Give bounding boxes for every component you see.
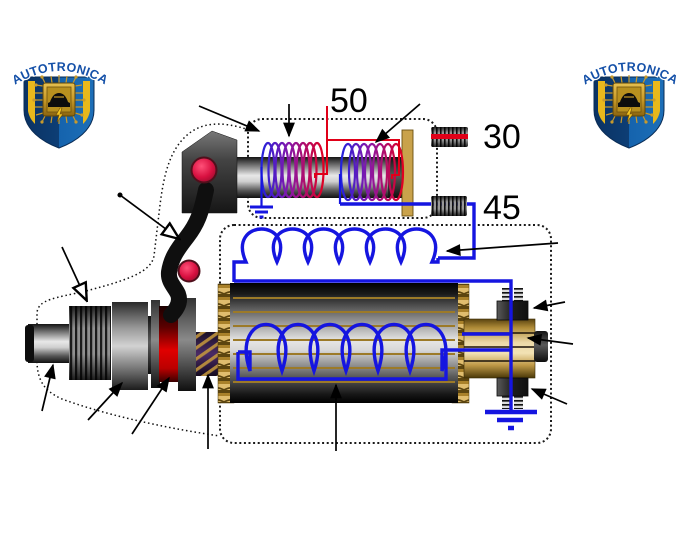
label-terminal-45: 45	[483, 189, 521, 227]
label-terminal-50: 50	[330, 82, 368, 120]
arrow-pinion-pointer	[61, 246, 86, 299]
output-shaft-cap	[25, 325, 34, 362]
shield-gold-stripe-right	[83, 81, 90, 124]
drive-assembly	[25, 298, 226, 391]
terminal-30-bolt	[431, 127, 468, 147]
car-icon	[48, 93, 70, 107]
brush-spring-top-1	[502, 288, 511, 301]
logo-left: AUTOTRONICA	[14, 59, 106, 149]
arrow-pull-in-coil-pointer	[374, 103, 421, 143]
pinion-gear	[69, 306, 111, 380]
motor-wiring	[232, 227, 537, 431]
label-terminal-30: 30	[483, 118, 521, 156]
arrow-clutch-pointer	[87, 381, 124, 421]
hold-in-winding	[260, 141, 325, 199]
motor-box	[219, 224, 552, 444]
armature-winding-coil	[238, 323, 511, 377]
arrow-shift-lever-dot	[117, 192, 123, 198]
terminal-45-bolt	[431, 196, 467, 216]
shield-gold-stripe-left	[28, 81, 35, 124]
engagement-collar-red	[159, 306, 179, 382]
brush-spring-top-2	[514, 288, 523, 301]
armature-winding-rail	[236, 352, 448, 381]
brush-spring-bottom-1	[502, 396, 511, 409]
solenoid-ground-wire	[250, 167, 342, 219]
housing-outline	[36, 123, 250, 437]
arrow-brush-bottom-pointer	[530, 388, 568, 405]
lightning-icon	[55, 107, 64, 123]
arrow-commutator-pointer	[526, 333, 574, 346]
lever-arm	[160, 182, 214, 323]
pull-in-winding	[339, 142, 405, 202]
shift-lever	[160, 130, 238, 323]
arrow-field-winding-pointer	[445, 242, 559, 256]
overrunning-clutch	[112, 302, 148, 390]
brush-spring-bottom-2	[514, 396, 523, 409]
arrow-output-shaft-pointer	[41, 363, 56, 412]
arrow-shift-lever-pointer	[119, 194, 178, 238]
collar-flange-left	[151, 300, 160, 388]
collar-flange-right	[178, 298, 196, 391]
arrow-brush-top-pointer	[532, 299, 566, 312]
field-winding-coil	[232, 227, 440, 282]
lever-pivot-bottom	[177, 259, 201, 283]
solenoid-assembly	[224, 106, 414, 219]
lever-pivot-top	[190, 156, 218, 184]
annotation-arrows	[41, 103, 574, 451]
motor-assembly	[217, 227, 548, 431]
chip-pins	[32, 75, 86, 124]
motor-shaft-end	[534, 331, 548, 362]
terminal-45-wire	[340, 202, 476, 260]
output-shaft	[28, 324, 72, 363]
arrow-solenoid-pointer	[198, 105, 261, 132]
field-to-brush-wire	[234, 279, 513, 412]
arrow-collar-pointer	[131, 376, 170, 435]
